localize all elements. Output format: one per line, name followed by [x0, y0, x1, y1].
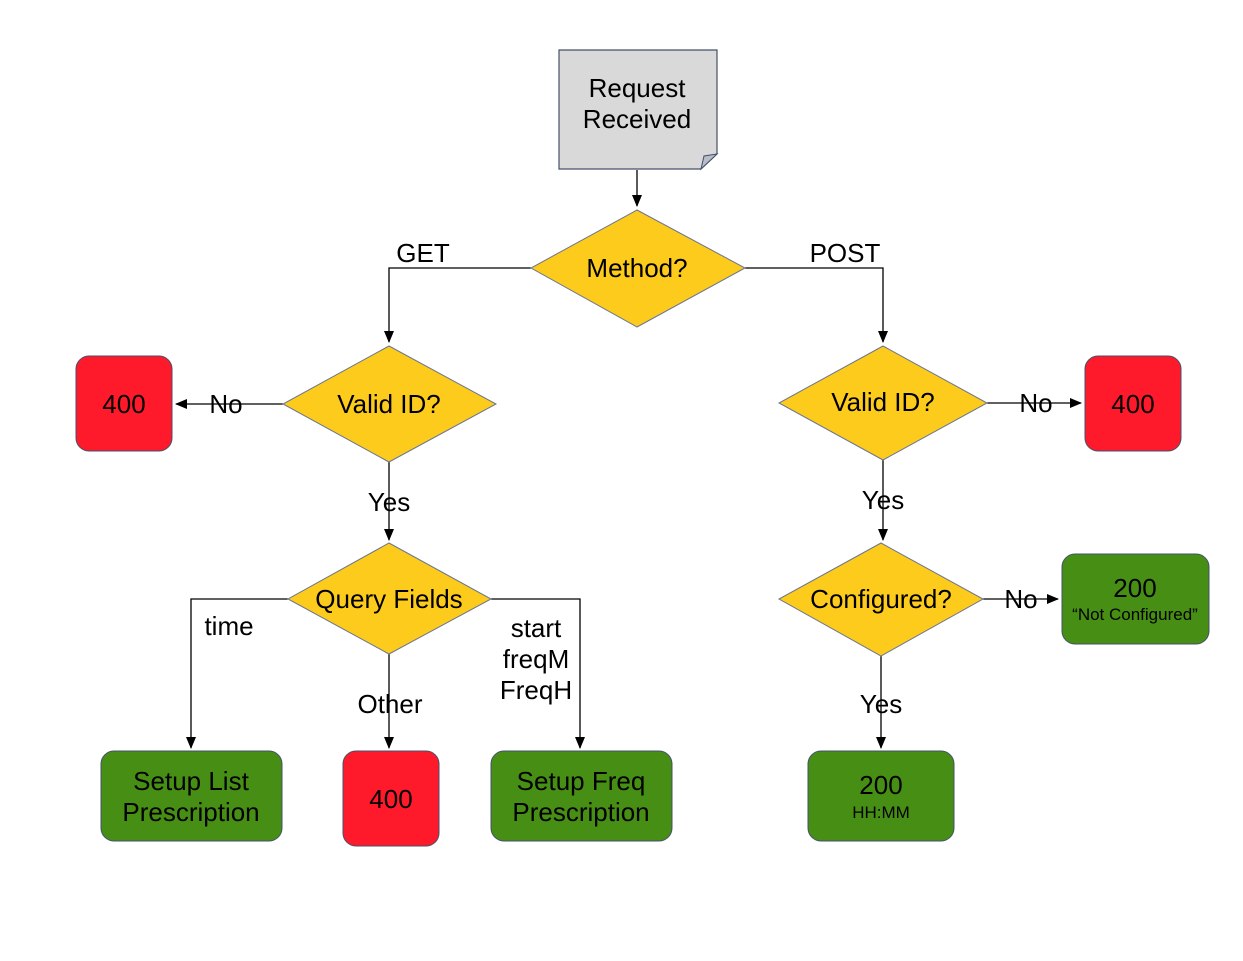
post-400-label: 400 — [1111, 389, 1154, 419]
edge-label-get: GET — [396, 238, 450, 268]
configured-label: Configured? — [810, 584, 952, 614]
configured-200-note: HH:MM — [852, 803, 910, 822]
request-received-line1: Request — [589, 73, 687, 103]
not-configured-code: 200 — [1113, 573, 1156, 603]
setup-freq-line1: Setup Freq — [517, 766, 646, 796]
edge-labels: GET POST No No Yes Yes time Other start … — [204, 238, 1052, 719]
edge-label-freq-freqm: freqM — [503, 644, 569, 674]
get-valid-id-label: Valid ID? — [337, 389, 441, 419]
node-200-not-configured: 200 “Not Configured” — [1061, 553, 1210, 645]
node-setup-list-prescription: Setup List Prescription — [100, 750, 283, 842]
edge-label-freq-start: start — [511, 613, 562, 643]
edge-freq — [491, 598, 585, 749]
request-received-line2: Received — [583, 104, 691, 134]
method-label: Method? — [586, 253, 687, 283]
configured-200-code: 200 — [859, 770, 902, 800]
edge-label-conf-no: No — [1004, 584, 1037, 614]
edge-post — [745, 267, 888, 343]
setup-list-line1: Setup List — [133, 766, 249, 796]
node-other-400: 400 — [342, 750, 440, 847]
decision-get-valid-id: Valid ID? — [281, 345, 498, 463]
edge-label-time: time — [204, 611, 253, 641]
edge-label-get-yes: Yes — [368, 487, 410, 517]
edge-label-post: POST — [810, 238, 881, 268]
not-configured-note: “Not Configured” — [1072, 605, 1198, 624]
setup-list-line2: Prescription — [122, 797, 259, 827]
edge-label-post-no: No — [1019, 388, 1052, 418]
post-valid-id-label: Valid ID? — [831, 387, 935, 417]
connectors — [175, 170, 1082, 749]
edge-label-freq-freqh: FreqH — [500, 675, 572, 705]
node-post-400: 400 — [1084, 355, 1182, 452]
decision-post-valid-id: Valid ID? — [777, 345, 989, 461]
edge-label-get-no: No — [209, 389, 242, 419]
edge-label-post-yes: Yes — [862, 485, 904, 515]
setup-freq-line2: Prescription — [512, 797, 649, 827]
edge-time — [186, 598, 288, 749]
node-get-400: 400 — [75, 355, 173, 452]
other-400-label: 400 — [369, 784, 412, 814]
decision-method: Method? — [529, 209, 747, 328]
edge-label-other: Other — [357, 689, 422, 719]
decision-query-fields: Query Fields — [286, 542, 493, 655]
edge-label-conf-yes: Yes — [860, 689, 902, 719]
get-400-label: 400 — [102, 389, 145, 419]
node-200-hhmm: 200 HH:MM — [807, 750, 955, 842]
node-setup-freq-prescription: Setup Freq Prescription — [490, 750, 673, 842]
edge-get — [384, 267, 531, 343]
query-fields-label: Query Fields — [315, 584, 462, 614]
node-request-received: Request Received — [558, 49, 719, 171]
decision-configured: Configured? — [777, 542, 985, 657]
